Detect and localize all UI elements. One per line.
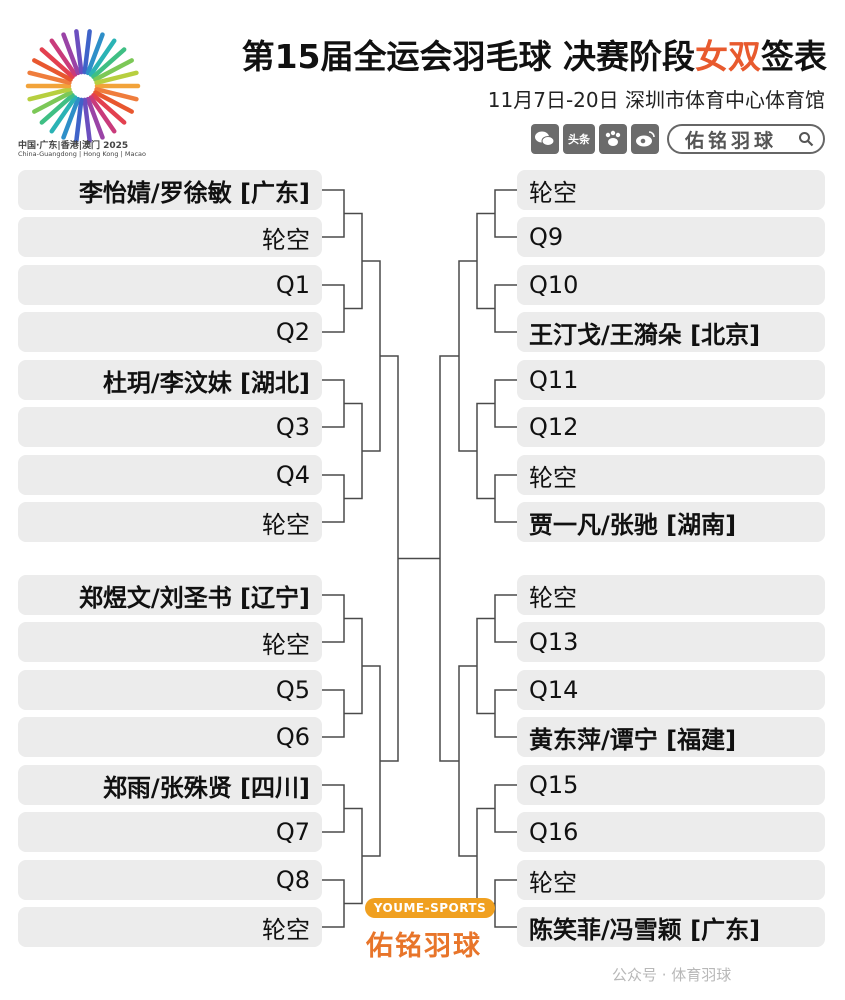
seeded-pair-slot-left-1: 李怡婧/罗徐敏 [广东] <box>18 170 322 210</box>
bracket-left-r2-m4 <box>344 807 363 905</box>
bracket-left-r1-m2 <box>322 284 345 333</box>
bracket-right-r1-m6 <box>494 689 517 738</box>
seeded-pair-slot-right-8: 贾一凡/张驰 [湖南] <box>517 502 825 542</box>
draw-slot-right-11: Q14 <box>517 670 825 710</box>
games-logo-fan-icon <box>25 29 141 143</box>
draw-slot-left-11: Q5 <box>18 670 322 710</box>
bracket-left-r1-m3 <box>322 379 345 428</box>
seeded-pair-slot-right-12: 黄东萍/谭宁 [福建] <box>517 717 825 757</box>
draw-slot-left-12: Q6 <box>18 717 322 757</box>
draw-slot-right-13: Q15 <box>517 765 825 805</box>
draw-slot-right-15: 轮空 <box>517 860 825 900</box>
seeded-pair-slot-left-5: 杜玥/李汶妹 [湖北] <box>18 360 322 400</box>
bracket-right-r4-m1 <box>439 355 459 762</box>
watermark: 公众号 · 体育羽球 <box>612 966 732 984</box>
bracket-left-r3-m2 <box>362 665 381 857</box>
brand-badge: YOUME-SPORTS <box>365 898 495 918</box>
seeded-pair-slot-left-13: 郑雨/张殊贤 [四川] <box>18 765 322 805</box>
page-title: 第15届全运会羽毛球 决赛阶段女双签表 <box>242 30 827 78</box>
title-accent: 女双 <box>695 37 761 76</box>
bracket-left-r1-m8 <box>322 879 345 928</box>
draw-slot-right-9: 轮空 <box>517 575 825 615</box>
bracket-left-r3-m1 <box>362 260 381 452</box>
draw-slot-left-6: Q3 <box>18 407 322 447</box>
draw-slot-right-10: Q13 <box>517 622 825 662</box>
logo-caption-cn: 中国·广东|香港|澳门 2025 <box>18 141 129 151</box>
bracket-right-r1-m2 <box>494 284 517 333</box>
seeded-pair-slot-right-4: 王汀戈/王漪朵 [北京] <box>517 312 825 352</box>
draw-slot-right-1: 轮空 <box>517 170 825 210</box>
draw-slot-left-15: Q8 <box>18 860 322 900</box>
bracket-right-r2-m3 <box>476 617 495 715</box>
bracket-right-r2-m4 <box>476 807 495 905</box>
bracket-left-r1-m5 <box>322 594 345 643</box>
search-box[interactable]: 佑铭羽球 <box>667 124 825 154</box>
draw-slot-left-14: Q7 <box>18 812 322 852</box>
draw-slot-left-16: 轮空 <box>18 907 322 947</box>
bracket-left-r1-m6 <box>322 689 345 738</box>
bracket-right-r1-m7 <box>494 784 517 833</box>
bracket-right-r2-m1 <box>476 212 495 310</box>
toutiao-label: 头条 <box>568 133 590 146</box>
social-icons: 头条 <box>531 124 659 156</box>
bracket-left-r1-m4 <box>322 474 345 523</box>
bracket-right-r3-m1 <box>458 260 477 452</box>
draw-slot-right-2: Q9 <box>517 217 825 257</box>
bracket-right-r1-m5 <box>494 594 517 643</box>
bracket-right-r3-m2 <box>458 665 477 857</box>
wechat-icon[interactable] <box>531 124 559 154</box>
bracket-left-r1-m1 <box>322 189 345 238</box>
draw-slot-left-4: Q2 <box>18 312 322 352</box>
bracket-left-r2-m3 <box>344 617 363 715</box>
brand-name: 佑铭羽球 <box>366 931 482 962</box>
bracket-right-r1-m3 <box>494 379 517 428</box>
bracket-left-r4-m1 <box>380 355 399 762</box>
draw-slot-right-6: Q12 <box>517 407 825 447</box>
draw-slot-right-5: Q11 <box>517 360 825 400</box>
bracket-right-r1-m4 <box>494 474 517 523</box>
draw-slot-right-7: 轮空 <box>517 455 825 495</box>
seeded-pair-slot-left-9: 郑煜文/刘圣书 [辽宁] <box>18 575 322 615</box>
draw-slot-right-14: Q16 <box>517 812 825 852</box>
weibo-icon[interactable] <box>631 124 659 154</box>
bracket-left-r2-m1 <box>344 212 363 310</box>
bracket-right-r2-m2 <box>476 402 495 500</box>
draw-slot-left-8: 轮空 <box>18 502 322 542</box>
search-icon <box>799 132 814 147</box>
title-suffix: 签表 <box>761 37 827 76</box>
seeded-pair-slot-right-16: 陈笑菲/冯雪颖 [广东] <box>517 907 825 947</box>
bracket-right-r1-m8 <box>494 879 517 928</box>
title-main: 第15届全运会羽毛球 决赛阶段 <box>241 37 695 76</box>
event-date-venue: 11月7日-20日 深圳市体育中心体育馆 <box>487 88 825 112</box>
draw-slot-left-10: 轮空 <box>18 622 322 662</box>
logo-caption-en: China-Guangdong | Hong Kong | Macao <box>18 150 146 158</box>
draw-slot-left-7: Q4 <box>18 455 322 495</box>
draw-slot-left-3: Q1 <box>18 265 322 305</box>
bracket-left-r1-m7 <box>322 784 345 833</box>
search-label: 佑铭羽球 <box>685 129 778 152</box>
draw-slot-right-3: Q10 <box>517 265 825 305</box>
bracket-left-r2-m2 <box>344 402 363 500</box>
toutiao-icon[interactable]: 头条 <box>563 124 595 154</box>
bracket-right-r1-m1 <box>494 189 517 238</box>
baidu-paw-icon[interactable] <box>599 124 627 154</box>
draw-slot-left-2: 轮空 <box>18 217 322 257</box>
